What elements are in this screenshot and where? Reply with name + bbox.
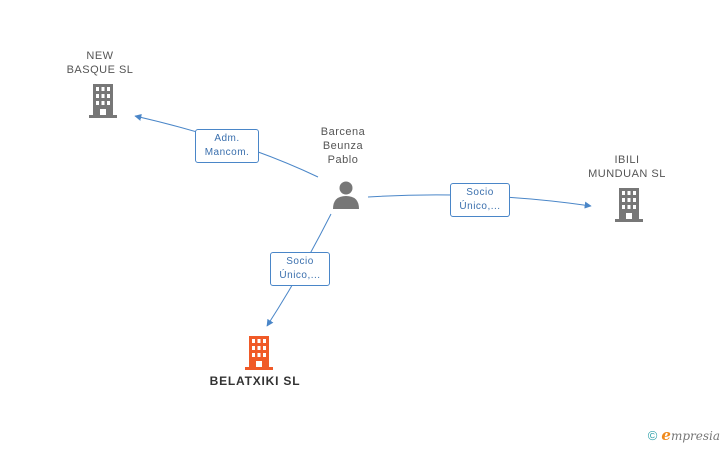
brand-watermark: ©empresia	[648, 426, 720, 444]
company-label-ibili[interactable]: IBILI MUNDUAN SL	[577, 153, 677, 181]
copyright-symbol: ©	[647, 428, 658, 443]
company-label-line: BELATXIKI SL	[209, 374, 301, 388]
edge-label-socio-belatxiki[interactable]: Socio Único,...	[270, 252, 330, 286]
company-label-new-basque[interactable]: NEW BASQUE SL	[50, 49, 150, 77]
brand-logo-initial: e	[661, 426, 671, 444]
edge-label-line: Socio	[466, 187, 494, 198]
edge-label-line: Socio	[286, 256, 314, 267]
building-icon[interactable]	[613, 188, 645, 222]
edge-label-socio-ibili[interactable]: Socio Único,...	[450, 183, 510, 217]
person-label-line: Beunza	[322, 140, 364, 152]
building-icon-main[interactable]	[243, 336, 275, 370]
building-icon[interactable]	[87, 84, 119, 118]
company-label-belatxiki[interactable]: BELATXIKI SL	[195, 374, 315, 388]
edge-label-line: Único,...	[279, 270, 321, 281]
company-label-line: NEW	[86, 50, 114, 62]
company-label-line: MUNDUAN SL	[588, 168, 666, 180]
person-label-line: Barcena	[320, 126, 366, 138]
edge-label-line: Mancom.	[204, 147, 250, 158]
edge-label-line: Único,...	[459, 201, 501, 212]
person-label-line: Pablo	[327, 154, 359, 166]
company-label-line: BASQUE SL	[66, 64, 134, 76]
person-label[interactable]: Barcena Beunza Pablo	[303, 125, 383, 167]
edge-label-line: Adm.	[214, 133, 240, 144]
edge-label-adm[interactable]: Adm. Mancom.	[195, 129, 259, 163]
person-icon[interactable]	[331, 180, 361, 210]
company-label-line: IBILI	[614, 154, 640, 166]
brand-logo-text: mpresia	[670, 429, 720, 443]
